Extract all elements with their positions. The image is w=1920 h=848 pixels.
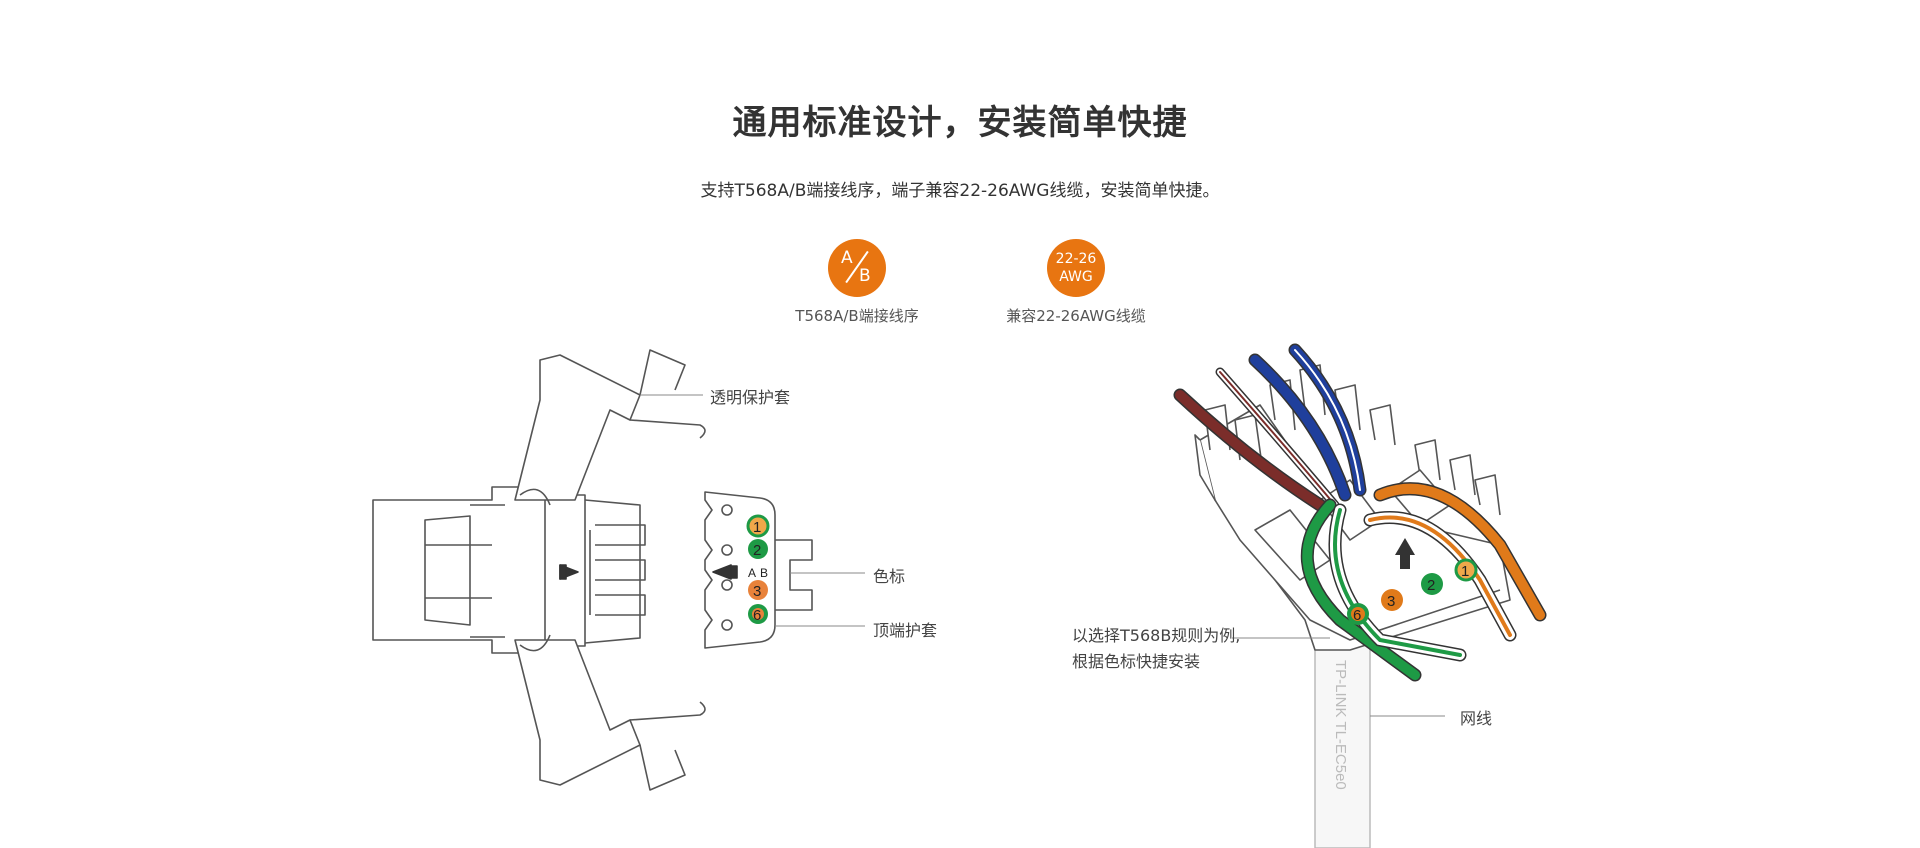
right-code-1: 1: [1461, 563, 1469, 580]
page-title: 通用标准设计，安装简单快捷: [732, 103, 1188, 143]
left-color-code: 1 2 A B 3 6: [746, 514, 770, 624]
code-top-1: 1: [753, 519, 761, 536]
feature-label-wiring: T568A/B端接线序: [795, 307, 919, 325]
badge-letter-a: A: [841, 248, 853, 268]
cable-print: TP-LINK TL-EC5e0: [1332, 660, 1349, 790]
code-letter-b: B: [760, 566, 768, 580]
badge-gauge-unit: AWG: [1059, 269, 1093, 285]
right-code-2: 2: [1427, 577, 1435, 594]
keystone-jack-diagram: [372, 349, 813, 791]
badge-gauge-range: 22-26: [1055, 251, 1097, 267]
awg-gauge-icon: 22-26 AWG: [1047, 239, 1105, 297]
right-code-6: 6: [1353, 607, 1361, 624]
code-top-2: 2: [753, 542, 761, 559]
code-letter-a: A: [748, 566, 756, 580]
callout-cable: 网线: [1460, 709, 1493, 728]
ab-wiring-icon: A B: [828, 239, 886, 297]
callout-t568b-example: 以选择T568B规则为例, 根据色标快捷安装: [1072, 626, 1241, 671]
feature-label-awg: 兼容22-26AWG线缆: [1006, 307, 1146, 325]
left-leader-lines: [640, 394, 865, 627]
right-code-3: 3: [1387, 593, 1395, 610]
right-leader-lines: [1232, 637, 1445, 717]
callout-transparent-cover: 透明保护套: [710, 388, 791, 407]
wired-jack-diagram: TP-LINK TL-EC5e0: [1173, 343, 1547, 848]
callout-top-cap: 顶端护套: [873, 621, 938, 640]
page-subtitle: 支持T568A/B端接线序，端子兼容22-26AWG线缆，安装简单快捷。: [700, 181, 1220, 201]
badge-letter-b: B: [859, 266, 871, 286]
code-bottom-6: 6: [753, 607, 761, 624]
code-bottom-3: 3: [753, 583, 761, 600]
callout-color-code: 色标: [873, 567, 906, 586]
